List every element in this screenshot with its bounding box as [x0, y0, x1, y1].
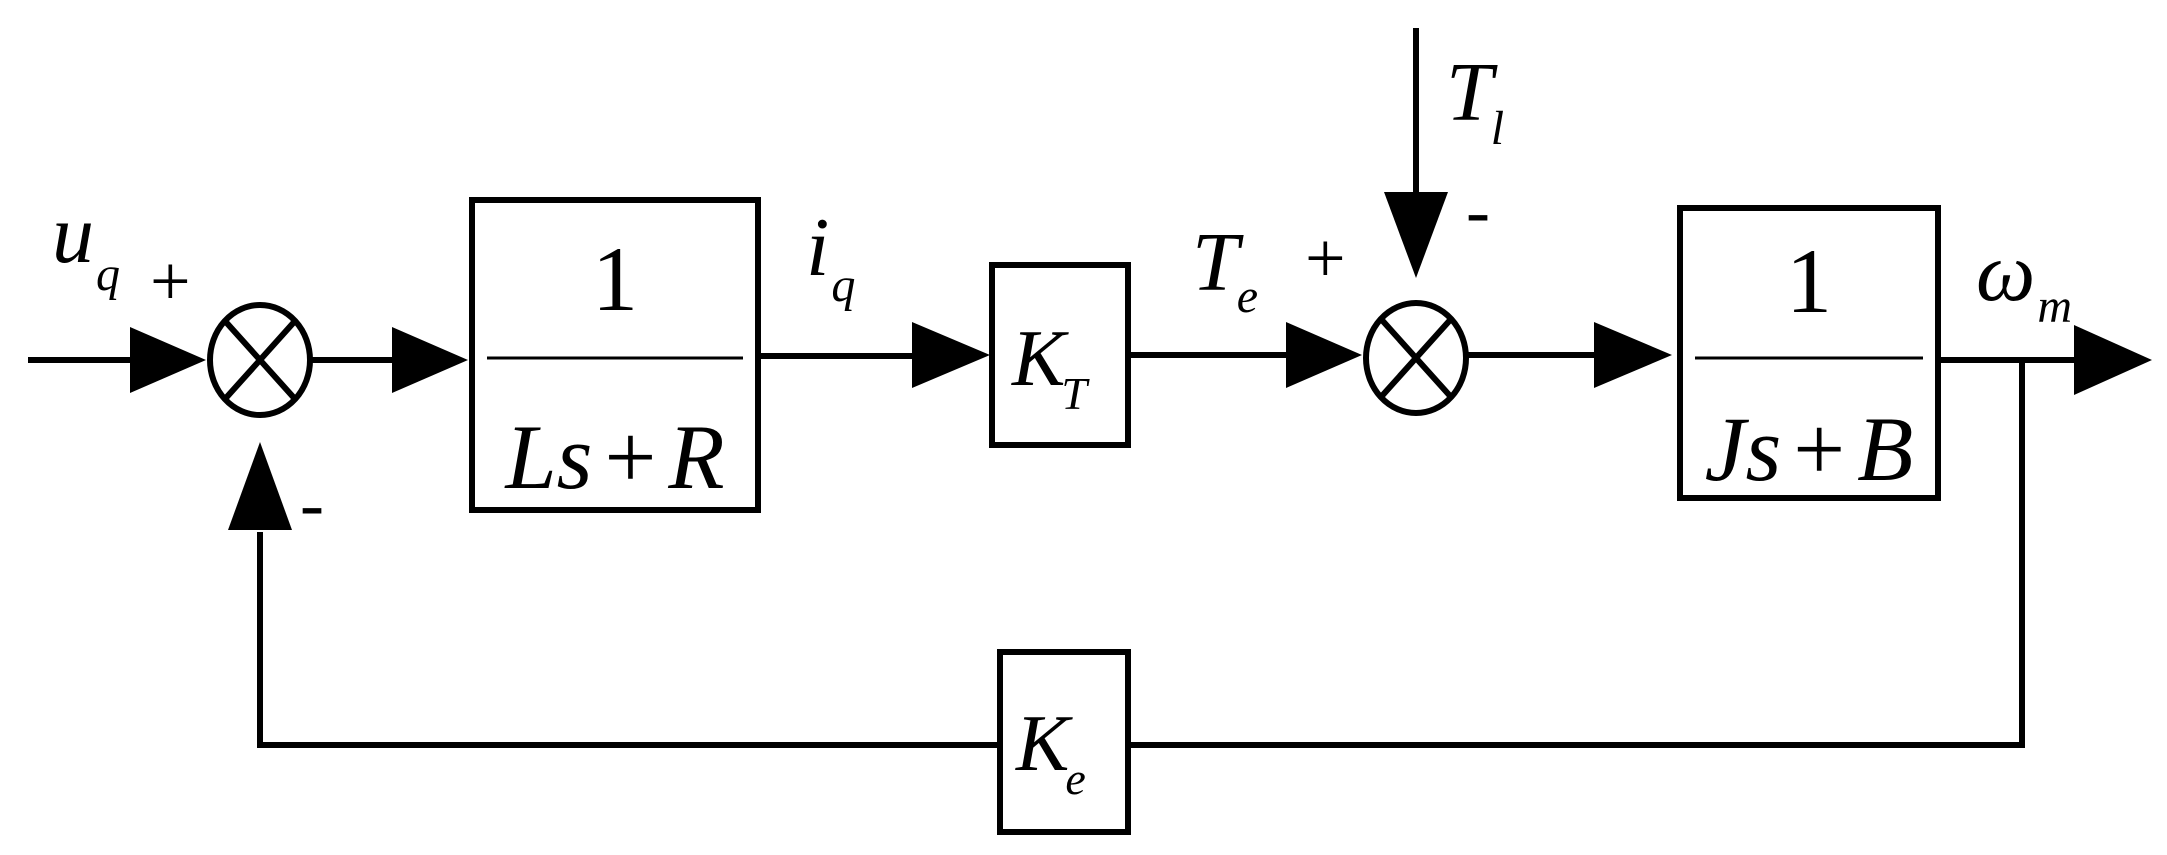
block1-numerator: 1: [592, 228, 638, 330]
block-mechanical-transfer: 1 Js+B: [1677, 205, 1941, 501]
summing-junction-1: [207, 302, 313, 418]
wire-feedback-right: [1128, 360, 2025, 748]
arrowhead-kt-in: [912, 322, 990, 388]
signal-load-torque-label: Tl: [1446, 46, 1504, 155]
gain-ke-label: Ke: [1015, 700, 1086, 804]
gain-kt-label: KT: [1011, 315, 1090, 419]
sum1-minus-sign: -: [300, 464, 324, 544]
block-torque-constant: KT: [989, 262, 1131, 448]
arrowhead-feedback-up: [228, 442, 292, 530]
sum2-minus-sign: -: [1466, 171, 1490, 251]
block-electrical-transfer: 1 Ls+R: [469, 197, 761, 513]
wire-feedback-left: [257, 532, 1000, 748]
arrowhead-output: [2074, 325, 2152, 395]
sum2-plus-sign: +: [1305, 218, 1346, 298]
block2-numerator: 1: [1786, 230, 1832, 332]
block2-denominator: Js+B: [1705, 398, 1914, 500]
arrowhead-load-down: [1384, 192, 1448, 278]
signal-output-label: ωm: [1976, 226, 2072, 333]
block-back-emf-constant: Ke: [997, 649, 1131, 835]
signal-input-label: uq: [52, 188, 120, 301]
signal-electromagnetic-torque-label: Te: [1192, 216, 1258, 323]
arrowhead-block2-in: [1594, 322, 1672, 388]
signal-current-label: iq: [806, 201, 855, 312]
arrowhead-block1-in: [392, 327, 468, 393]
summing-junction-2: [1363, 300, 1469, 416]
arrowhead-sum2-in: [1286, 322, 1362, 388]
arrowhead-input: [130, 327, 206, 393]
block1-denominator: Ls+R: [503, 406, 724, 508]
sum1-plus-sign: +: [150, 241, 191, 321]
